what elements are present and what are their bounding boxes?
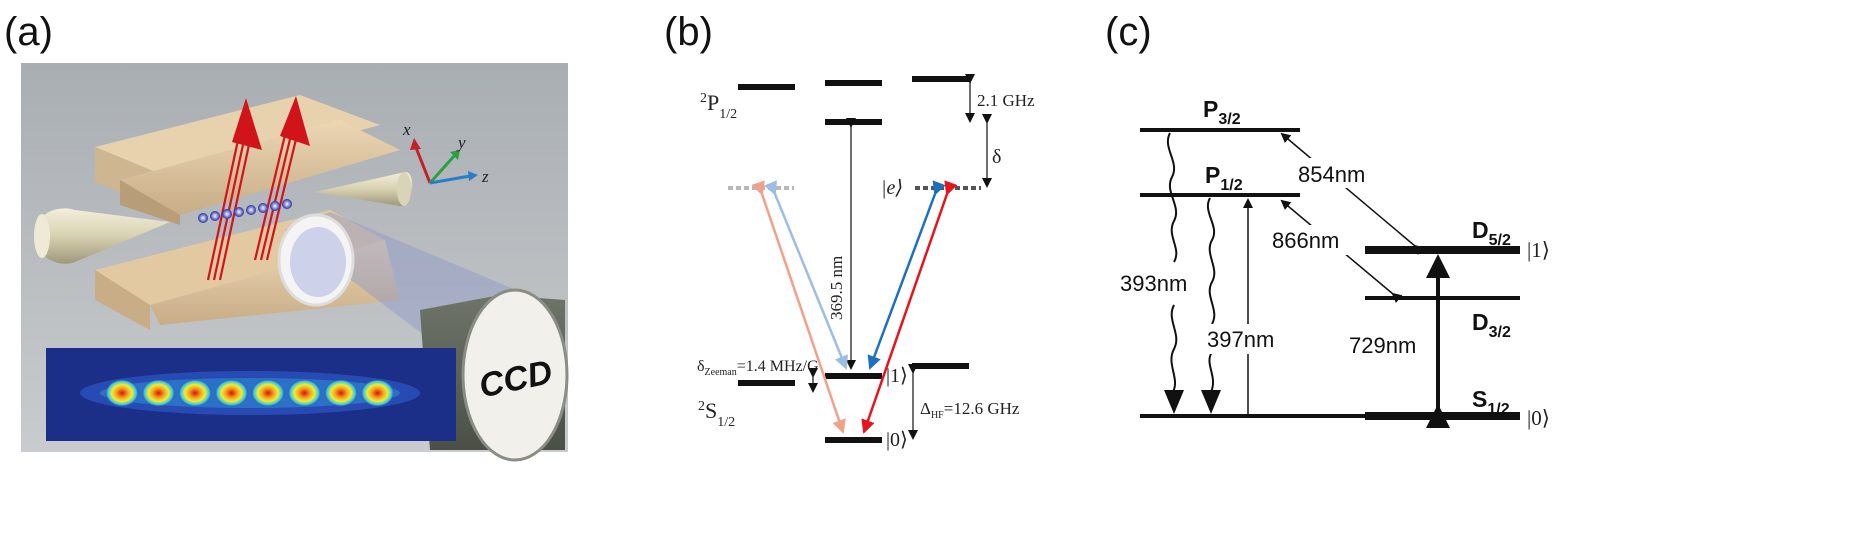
p12-label: P xyxy=(1205,162,1220,188)
label-729nm: 729nm xyxy=(1349,333,1416,358)
laser-arrowhead-left xyxy=(232,98,262,150)
hf-subscript: HF xyxy=(931,410,944,421)
d52-label: D xyxy=(1472,217,1489,243)
ccd-camera-face xyxy=(461,288,569,462)
panel-c: (c) P3/2 P1/2 D5/2 D3/2 S1/2 |1⟩ |0⟩ xyxy=(1105,10,1550,430)
zeeman-subscript: Zeeman xyxy=(705,367,737,378)
svg-text:2P1/2: 2P1/2 xyxy=(700,90,737,122)
hf-value: =12.6 GHz xyxy=(944,399,1020,418)
p32-subscript: 3/2 xyxy=(1218,111,1240,128)
axis-x-label: x xyxy=(402,120,411,139)
raman-beam-blue xyxy=(867,180,946,370)
zeeman-value: =1.4 MHz/G xyxy=(737,358,819,375)
s-state-label: S xyxy=(705,398,717,423)
ket-one-b: |1⟩ xyxy=(886,365,908,387)
p-state-label: P xyxy=(707,90,719,115)
ccd-ion-spot xyxy=(214,379,249,407)
p-state-subscript: 1/2 xyxy=(719,107,737,122)
addressing-laser-beams xyxy=(206,134,299,281)
ccd-ion-spot xyxy=(287,379,322,407)
ccd-ion-spot xyxy=(141,379,176,407)
label-866nm: 866nm xyxy=(1272,228,1339,253)
d32-label: D xyxy=(1472,309,1489,335)
svg-text:P3/2: P3/2 xyxy=(1203,96,1241,128)
ket-one-c: |1⟩ xyxy=(1527,238,1550,262)
hf-delta: Δ xyxy=(920,399,931,418)
ccd-ion-spots xyxy=(105,379,395,407)
ccd-ion-spot xyxy=(360,379,395,407)
svg-text:ΔHF=12.6 GHz: ΔHF=12.6 GHz xyxy=(920,399,1020,421)
left-endcap-needle xyxy=(38,208,170,264)
wavelength-label: 369.5 nm xyxy=(827,256,846,320)
d52-subscript: 5/2 xyxy=(1489,232,1511,249)
detuning-label: δ xyxy=(992,146,1001,168)
ccd-ion-spot xyxy=(324,379,358,407)
p12-subscript: 1/2 xyxy=(1220,177,1242,194)
svg-text:D5/2: D5/2 xyxy=(1472,217,1511,249)
ccd-ion-spot xyxy=(251,379,285,407)
panel-b: (b) 2P1/2 2.1 GHz δ |e⟩ 369.5 nm 2S1/2 xyxy=(664,10,1035,451)
panel-c-label: (c) xyxy=(1105,10,1152,54)
s12-subscript: 1/2 xyxy=(1487,401,1509,418)
label-393nm: 393nm xyxy=(1120,271,1187,296)
ion-chain-3d xyxy=(198,199,292,223)
coordinate-axes: x y z xyxy=(402,120,489,186)
s-state-superscript: 2 xyxy=(698,399,705,414)
svg-text:S1/2: S1/2 xyxy=(1472,386,1510,418)
raman-beam-red xyxy=(861,180,958,434)
decay-393-arrowhead xyxy=(1164,390,1184,414)
ket-zero-c: |0⟩ xyxy=(1527,406,1550,430)
panel-a: (a) xyxy=(4,10,569,462)
ccd-ion-spot xyxy=(105,379,139,407)
p-state-superscript: 2 xyxy=(700,91,707,106)
d32-subscript: 3/2 xyxy=(1489,324,1511,341)
s12-label: S xyxy=(1472,386,1487,412)
panel-b-label: (b) xyxy=(664,10,713,54)
decay-397-wavy xyxy=(1207,197,1216,393)
svg-text:2S1/2: 2S1/2 xyxy=(698,398,735,430)
right-endcap-needle xyxy=(315,172,413,207)
p32-label: P xyxy=(1203,96,1218,122)
axis-z-label: z xyxy=(481,167,489,186)
panel-a-label: (a) xyxy=(4,10,53,54)
p-splitting-label: 2.1 GHz xyxy=(977,91,1035,110)
ccd-ion-spot xyxy=(178,379,212,407)
zeeman-delta: δ xyxy=(697,358,705,375)
axis-y-label: y xyxy=(456,133,466,152)
s-state-subscript: 1/2 xyxy=(717,415,735,430)
svg-text:D3/2: D3/2 xyxy=(1472,309,1511,341)
svg-text:δZeeman=1.4 MHz/G: δZeeman=1.4 MHz/G xyxy=(697,358,819,378)
decay-393-wavy xyxy=(1167,132,1178,393)
label-854nm: 854nm xyxy=(1298,162,1365,187)
label-397nm: 397nm xyxy=(1207,327,1274,352)
ket-zero-b: |0⟩ xyxy=(886,429,908,451)
raman-beam-light-blue xyxy=(763,180,848,370)
excited-ket: |e⟩ xyxy=(881,177,903,199)
decay-397-arrowhead xyxy=(1201,390,1221,414)
upper-electrode xyxy=(120,120,400,215)
svg-text:P1/2: P1/2 xyxy=(1205,162,1243,194)
laser-arrowhead-right xyxy=(280,96,310,146)
